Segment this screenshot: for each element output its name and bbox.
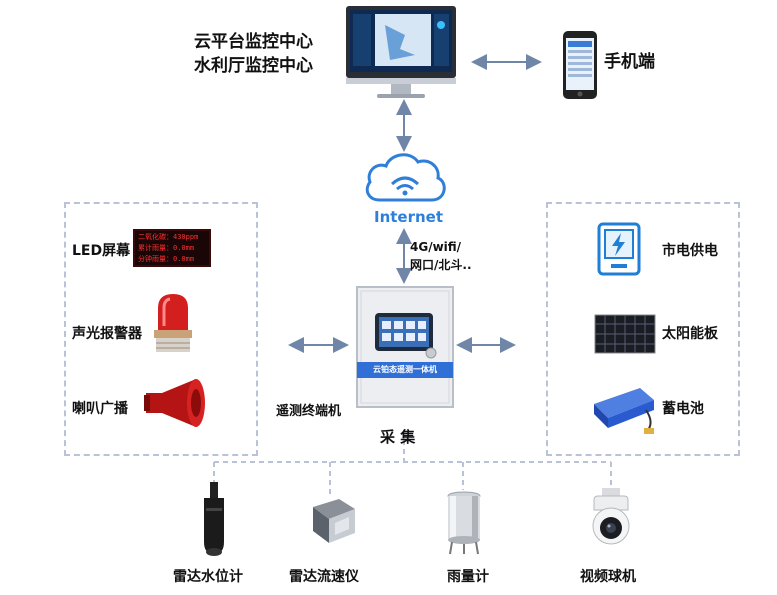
cloud-icon: [365, 153, 446, 202]
network-label-1: 4G/wifi/: [410, 240, 462, 254]
collection-bus: [213, 440, 612, 495]
rain-gauge-icon: [447, 491, 481, 555]
phone-icon: [563, 31, 597, 99]
radar-level-meter-icon: [204, 482, 224, 556]
center-label-2: 水利厅监控中心: [194, 56, 313, 76]
led-screen-label: LED屏幕: [72, 243, 131, 259]
monitor-icon: [346, 6, 456, 98]
led-row-2: 累计雨量：0.0mm: [138, 244, 195, 252]
battery-icon: [594, 388, 654, 434]
power-supply-icon: [597, 222, 641, 276]
center-label-1: 云平台监控中心: [194, 32, 313, 52]
sensor-label-3: 雨量计: [447, 569, 489, 585]
speaker-label: 喇叭广播: [72, 401, 128, 417]
right-device-group: [546, 202, 740, 456]
collect-label: 采 集: [380, 428, 416, 446]
dome-camera-icon: [592, 488, 630, 545]
terminal-cabinet-icon: [356, 286, 454, 408]
solar-panel-icon: [594, 314, 656, 354]
solar-panel-label: 太阳能板: [662, 326, 718, 342]
alarm-label: 声光报警器: [72, 326, 142, 342]
sensor-label-2: 雷达流速仪: [289, 569, 359, 585]
horn-speaker-icon: [144, 379, 205, 427]
siren-alarm-icon: [154, 294, 192, 352]
sensor-label-1: 雷达水位计: [173, 569, 243, 585]
left-device-group: [64, 202, 258, 456]
terminal-label: 遥测终端机: [276, 404, 342, 419]
network-label-2: 网口/北斗..: [410, 258, 472, 272]
mobile-label: 手机端: [604, 52, 655, 72]
battery-label: 蓄电池: [662, 401, 704, 417]
led-screen-display: 二氧化碳：430ppm 累计雨量：0.0mm 分钟雨量：0.0mm: [133, 229, 211, 267]
terminal-band: 云铂态遥测一体机: [357, 362, 453, 378]
internet-label: Internet: [374, 208, 444, 226]
led-row-3: 分钟雨量：0.0mm: [138, 255, 195, 263]
radar-flow-meter-icon: [313, 499, 355, 543]
sensor-label-4: 视频球机: [580, 569, 636, 585]
led-row-1: 二氧化碳：430ppm: [138, 233, 199, 241]
mains-power-label: 市电供电: [662, 243, 718, 259]
